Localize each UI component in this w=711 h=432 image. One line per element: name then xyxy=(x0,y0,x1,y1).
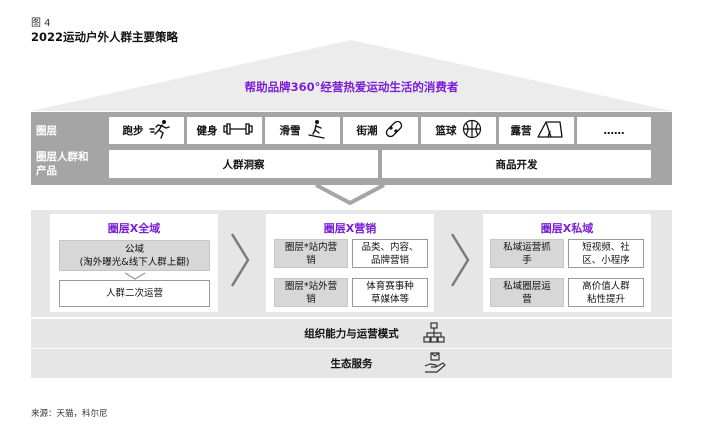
private-cell: 私域圈层运营 xyxy=(490,278,564,307)
marketing-cell: 圈层*站内营销 xyxy=(274,239,348,268)
private-cell: 短视频、社区、小程序 xyxy=(568,239,644,268)
private-cell: 高价值人群粘性提升 xyxy=(568,278,644,307)
circle-fitness: 健身 xyxy=(187,117,262,144)
circle-label: 露营 xyxy=(510,125,532,137)
hand-service-icon xyxy=(424,352,446,373)
circle-label: 篮球 xyxy=(435,125,457,137)
basketball-icon xyxy=(462,119,482,142)
marketing-cell: 体育赛事种草媒体等 xyxy=(352,278,428,307)
roof-shape xyxy=(31,40,672,111)
chevron-right-icon xyxy=(230,233,250,287)
column-marketing-title: 圈层X营销 xyxy=(323,222,377,235)
source-note: 来源：天猫，科尔尼 xyxy=(31,409,108,419)
circles-row-label: 圈层 xyxy=(36,125,57,137)
product-development: 商品开发 xyxy=(382,150,651,178)
circle-street: 街潮 xyxy=(343,117,418,144)
products-row-label-line1: 圈层人群和 xyxy=(36,151,89,163)
skateboard-icon xyxy=(383,119,405,142)
public-domain-label: 公域 xyxy=(124,243,144,255)
circle-label: …… xyxy=(603,124,625,137)
public-domain-cell: 公域 (淘外曝光&线下人群上翻) xyxy=(59,240,210,271)
org-capability-label: 组织能力与运营模式 xyxy=(304,328,399,340)
chevron-right-icon xyxy=(450,233,470,287)
ecosystem-strip: 生态服务 xyxy=(31,349,672,378)
circle-basketball: 篮球 xyxy=(421,117,496,144)
marketing-cell: 圈层*站外营销 xyxy=(274,278,348,307)
dumbbell-icon xyxy=(222,123,253,138)
column-private-title: 圈层X私域 xyxy=(540,222,594,235)
tent-icon xyxy=(536,120,563,141)
circle-running: 跑步 xyxy=(109,117,184,144)
private-cell: 私域运营抓手 xyxy=(490,239,564,268)
ecosystem-label: 生态服务 xyxy=(330,358,373,370)
products-row-label-line2: 产品 xyxy=(36,165,57,177)
circle-label: 滑雪 xyxy=(279,125,301,137)
circle-label: 街潮 xyxy=(356,125,378,137)
figure-number: 图 4 xyxy=(31,18,51,29)
headline: 帮助品牌360°经营热爱运动生活的消费者 xyxy=(244,80,459,94)
circle-camping: 露营 xyxy=(499,117,574,144)
org-chart-icon xyxy=(423,322,445,343)
figure-title: 2022运动户外人群主要策略 xyxy=(31,30,179,44)
circle-label: 健身 xyxy=(196,125,218,137)
marketing-cell: 品类、内容、品牌营销 xyxy=(352,239,428,268)
circle-more: …… xyxy=(577,117,651,144)
skier-icon xyxy=(306,119,326,142)
crowd-insight: 人群洞察 xyxy=(109,150,378,178)
chevron-down-icon xyxy=(315,183,385,206)
circle-ski: 滑雪 xyxy=(265,117,340,144)
circle-label: 跑步 xyxy=(122,125,144,137)
org-capability-strip: 组织能力与运营模式 xyxy=(31,319,672,348)
secondary-operation-cell: 人群二次运营 xyxy=(59,280,210,307)
column-global-title: 圈层X全域 xyxy=(107,222,161,235)
products-row-label: 圈层人群和 产品 xyxy=(36,150,106,178)
running-person-icon xyxy=(148,119,171,142)
public-domain-detail: (淘外曝光&线下人群上翻) xyxy=(79,256,190,268)
chevron-down-small-icon xyxy=(124,272,146,280)
